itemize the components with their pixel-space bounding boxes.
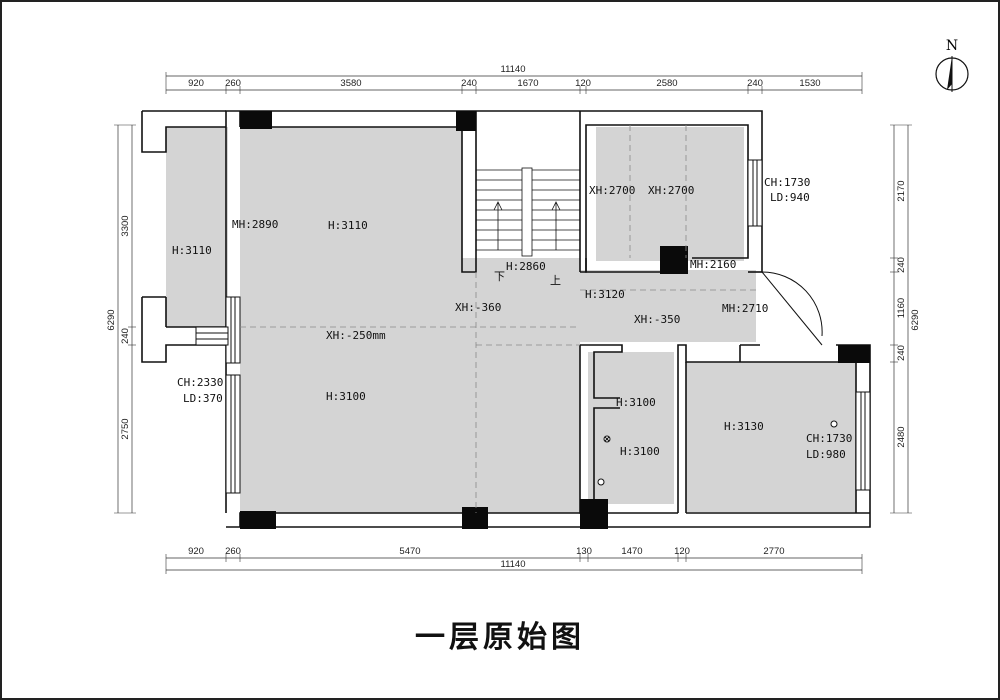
balcony-fill	[166, 127, 228, 327]
dim-right: 2170	[896, 180, 907, 201]
dim-top: 1670	[517, 78, 538, 89]
dim-left: 2750	[120, 418, 131, 439]
fixtures	[597, 420, 838, 486]
label-window-ch2: CH:2330	[177, 376, 223, 389]
structural-columns	[240, 111, 870, 529]
room-fill	[686, 362, 856, 512]
dim-left-total: 6290	[106, 309, 117, 330]
label-room-height: H:3130	[724, 420, 764, 433]
label-mh-2890: MH:2890	[232, 218, 278, 231]
dim-bottom: 1470	[621, 546, 642, 557]
drawing-title: 一层原始图	[415, 620, 585, 655]
bottom-dimensions: 920 260 5470 130 1470 120 2770 11140	[188, 546, 785, 570]
dim-bottom: 2770	[763, 546, 784, 557]
dim-top: 260	[225, 78, 241, 89]
label-window-ch3: CH:1730	[806, 432, 852, 445]
dim-bottom: 130	[576, 546, 592, 557]
dim-left: 3300	[120, 215, 131, 236]
dim-top: 120	[575, 78, 591, 89]
label-window-ld2: LD:370	[183, 392, 223, 405]
label-hall-height: H:3120	[585, 288, 625, 301]
door-swing	[761, 271, 823, 346]
room-fills	[166, 127, 856, 513]
dim-top: 1530	[799, 78, 820, 89]
label-bath-height-1: H:3100	[616, 396, 656, 409]
dim-bottom: 260	[225, 546, 241, 557]
dim-bottom: 920	[188, 546, 204, 557]
living-fill	[240, 127, 462, 513]
windows	[195, 159, 871, 494]
label-dining-height: H:3100	[326, 390, 366, 403]
label-window-ch1: CH:1730	[764, 176, 810, 189]
label-bath-height-2: H:3100	[620, 445, 660, 458]
dim-bottom-total: 11140	[500, 559, 525, 570]
label-stair-up: 上	[550, 274, 561, 287]
label-living-height: H:3110	[328, 219, 368, 232]
dim-right-total: 6290	[910, 309, 921, 330]
bath-fill	[588, 352, 674, 504]
label-mh-2160: MH:2160	[690, 258, 736, 271]
label-xh-360: XH:-360	[455, 301, 501, 314]
dim-bottom: 5470	[399, 546, 420, 557]
label-window-ld3: LD:980	[806, 448, 846, 461]
top-dimensions: 11140 920 260 3580 240 1670 120 2580 240…	[188, 64, 821, 89]
label-bedroom-xh2: XH:2700	[648, 184, 694, 197]
dim-top: 3580	[340, 78, 361, 89]
label-xh-250: XH:-250mm	[326, 329, 386, 342]
label-mh-2710: MH:2710	[722, 302, 768, 315]
label-balcony-height: H:3110	[172, 244, 212, 257]
hall-fill	[462, 258, 580, 513]
dim-bottom: 120	[674, 546, 690, 557]
north-arrow: N	[935, 38, 969, 92]
bedroom-fill	[596, 127, 744, 261]
dim-left: 240	[120, 328, 131, 344]
label-xh-350: XH:-350	[634, 313, 680, 326]
label-window-ld1: LD:940	[770, 191, 810, 204]
staircase	[476, 167, 580, 257]
dim-top-total: 11140	[500, 64, 525, 75]
beam-lines	[240, 125, 760, 513]
room-labels: H:3110 MH:2890 H:3110 XH:2700 XH:2700 CH…	[172, 176, 852, 461]
dim-right: 240	[896, 345, 907, 361]
label-stair-height: H:2860	[506, 260, 546, 273]
dim-right: 1160	[896, 298, 907, 318]
hall-fill-2	[580, 270, 756, 342]
dim-top: 240	[747, 78, 763, 89]
label-bedroom-xh1: XH:2700	[589, 184, 635, 197]
label-stair-down: 下	[494, 270, 505, 283]
dim-top: 240	[461, 78, 477, 89]
dim-top: 2580	[656, 78, 677, 89]
dim-right: 240	[896, 257, 907, 273]
dim-right: 2480	[896, 426, 907, 447]
right-dimensions: 2170 240 1160 240 2480 6290	[896, 180, 921, 447]
dim-top: 920	[188, 78, 204, 89]
dimension-lines	[114, 72, 912, 574]
north-label: N	[946, 38, 958, 54]
left-dimensions: 3300 240 2750 6290	[106, 215, 131, 439]
